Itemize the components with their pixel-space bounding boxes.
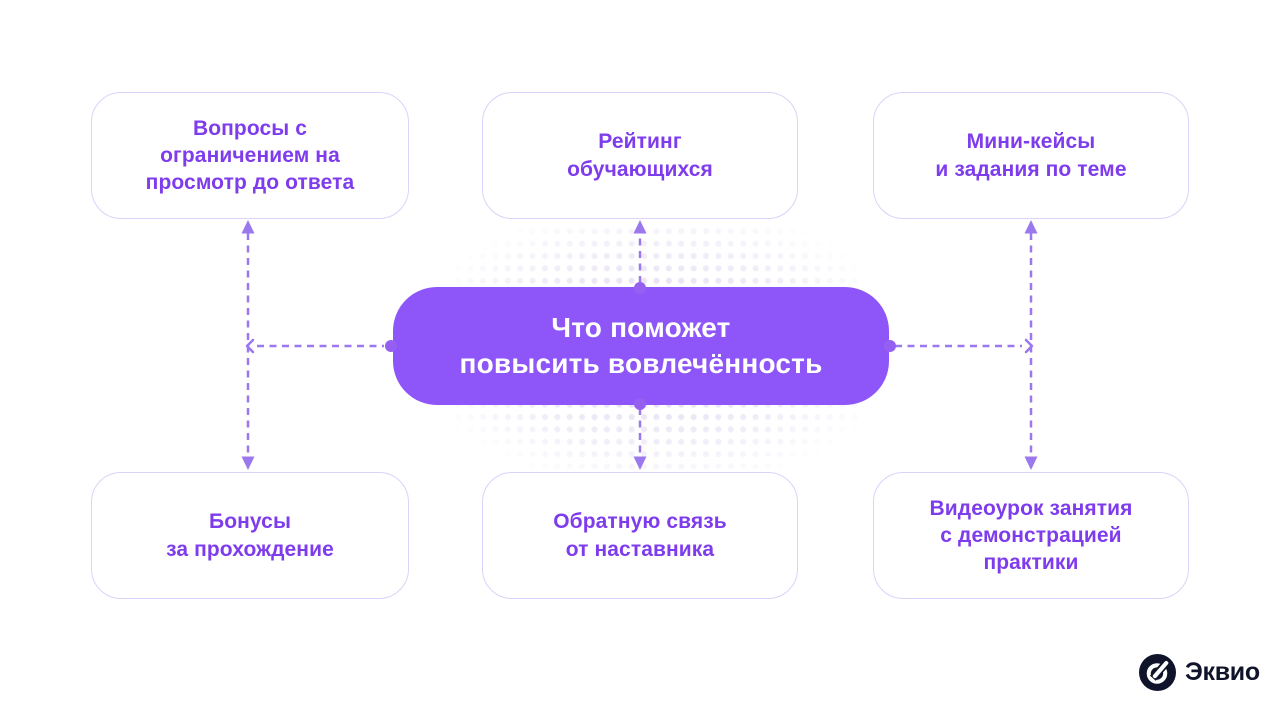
brand-logo: Эквио	[1139, 654, 1260, 691]
center-node-label: Что поможет повысить вовлечённость	[459, 311, 823, 379]
node-label: Бонусы за прохождение	[166, 510, 334, 561]
node-mentor-feedback: Обратную связь от наставника	[482, 472, 798, 599]
node-mini-cases: Мини-кейсы и задания по теме	[873, 92, 1189, 219]
node-label: Рейтинг обучающихся	[567, 130, 713, 181]
node-questions-restricted-view: Вопросы с ограничением на просмотр до от…	[91, 92, 409, 219]
center-node-engagement-title: Что поможет повысить вовлечённость	[393, 287, 889, 405]
connector-left	[241, 220, 397, 470]
node-video-lesson-practice: Видеоурок занятия с демонстрацией практи…	[873, 472, 1189, 599]
node-completion-bonuses: Бонусы за прохождение	[91, 472, 409, 599]
node-label: Мини-кейсы и задания по теме	[935, 130, 1127, 181]
brand-name: Эквио	[1185, 658, 1260, 686]
node-learner-rating: Рейтинг обучающихся	[482, 92, 798, 219]
equio-mark-icon	[1139, 654, 1176, 691]
node-label: Обратную связь от наставника	[553, 510, 727, 561]
connector-right	[884, 220, 1038, 470]
node-label: Видеоурок занятия с демонстрацией практи…	[929, 496, 1133, 575]
node-label: Вопросы с ограничением на просмотр до от…	[145, 116, 355, 195]
